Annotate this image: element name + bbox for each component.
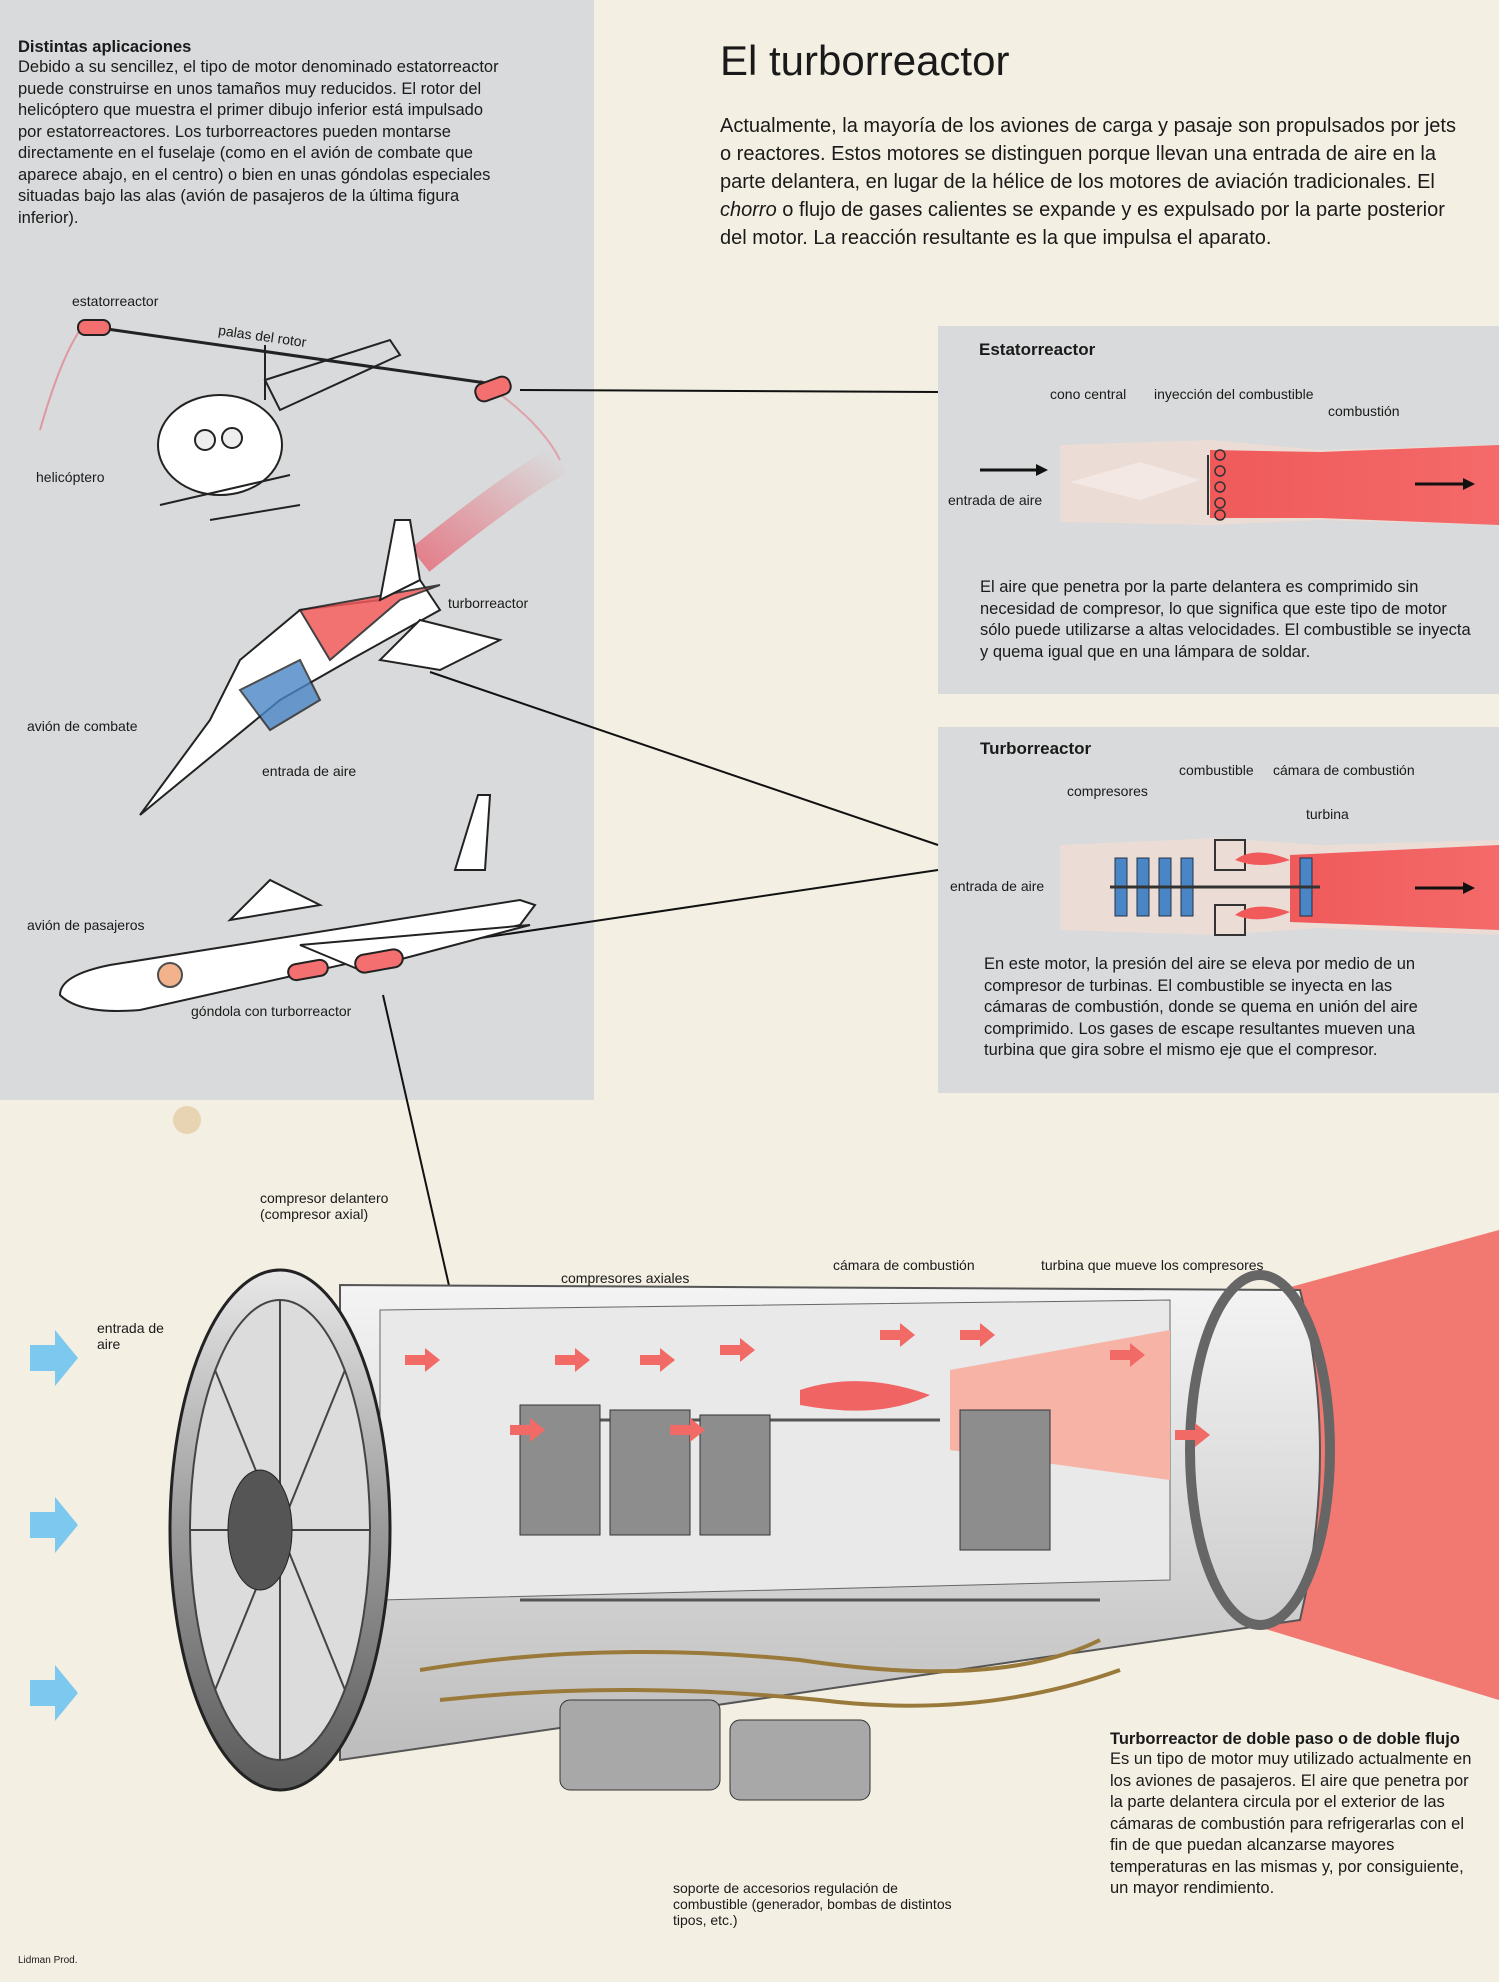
lead-paragraph: Actualmente, la mayoría de los aviones d… xyxy=(720,112,1472,252)
ramjet-label-cono: cono central xyxy=(1050,386,1127,402)
label-avion-pasajeros: avión de pasajeros xyxy=(27,917,145,933)
label-gondola: góndola con turborreactor xyxy=(191,1003,352,1019)
label-turborreactor: turborreactor xyxy=(448,595,529,611)
turbojet-label-entrada: entrada de aire xyxy=(950,878,1045,894)
label-entrada-aire-jet: entrada de aire xyxy=(262,763,357,779)
credit: Lidman Prod. xyxy=(18,1955,78,1966)
page-title: El turborreactor xyxy=(720,37,1010,84)
lead-text-italic: chorro xyxy=(720,199,777,221)
engine-label-soporte: soporte de accesorios regulación de comb… xyxy=(673,1880,952,1928)
engine-label-compresor-delantero: compresor delantero (compresor axial) xyxy=(260,1190,389,1222)
ramjet-title: Estatorreactor xyxy=(979,340,1096,359)
ramjet-label-entrada: entrada de aire xyxy=(948,492,1043,508)
ramjet-label-inyeccion: inyección del combustible xyxy=(1154,386,1314,402)
turbojet-label-camara: cámara de combustión xyxy=(1273,762,1415,778)
engine-label-compresores-axiales: compresores axiales xyxy=(561,1270,690,1286)
engine-cutaway xyxy=(30,1230,1499,1801)
turbojet-label-compresores: compresores xyxy=(1067,783,1148,799)
engine-caption: Turborreactor de doble paso o de doble f… xyxy=(1110,1730,1480,1900)
applications-body: Debido a su sencillez, el tipo de motor … xyxy=(18,58,499,227)
lead-text-end: o flujo de gases calientes se expande y … xyxy=(720,199,1445,249)
label-helicoptero: helicóptero xyxy=(36,469,105,485)
label-avion-combate: avión de combate xyxy=(27,718,138,734)
engine-label-turbina: turbina que mueve los compresores xyxy=(1041,1257,1264,1273)
lead-text-start: Actualmente, la mayoría de los aviones d… xyxy=(720,115,1456,193)
helicopter-drawing xyxy=(39,319,561,521)
applications-text-block: Distintas aplicaciones Debido a su senci… xyxy=(18,38,508,229)
turbojet-description: En este motor, la presión del aire se el… xyxy=(984,955,1418,1059)
applications-heading: Distintas aplicaciones xyxy=(18,38,192,56)
engine-caption-title: Turborreactor de doble paso o de doble f… xyxy=(1110,1730,1460,1748)
engine-caption-text: Es un tipo de motor muy utilizado actual… xyxy=(1110,1750,1472,1897)
engine-label-camara: cámara de combustión xyxy=(833,1257,975,1273)
turbojet-title: Turborreactor xyxy=(980,739,1092,758)
ramjet-diagram xyxy=(980,440,1499,525)
turbojet-label-combustible: combustible xyxy=(1179,762,1254,778)
fighter-jet-drawing xyxy=(139,446,567,816)
turbojet-diagram xyxy=(1060,838,1499,936)
turbojet-label-turbina: turbina xyxy=(1306,806,1349,822)
ramjet-label-combustion: combustión xyxy=(1328,403,1400,419)
airliner-drawing xyxy=(58,794,537,1012)
engine-label-entrada: entrada de aire xyxy=(97,1320,164,1352)
ramjet-description: El aire que penetra por la parte delante… xyxy=(980,578,1471,661)
label-estatorreactor: estatorreactor xyxy=(72,293,159,309)
